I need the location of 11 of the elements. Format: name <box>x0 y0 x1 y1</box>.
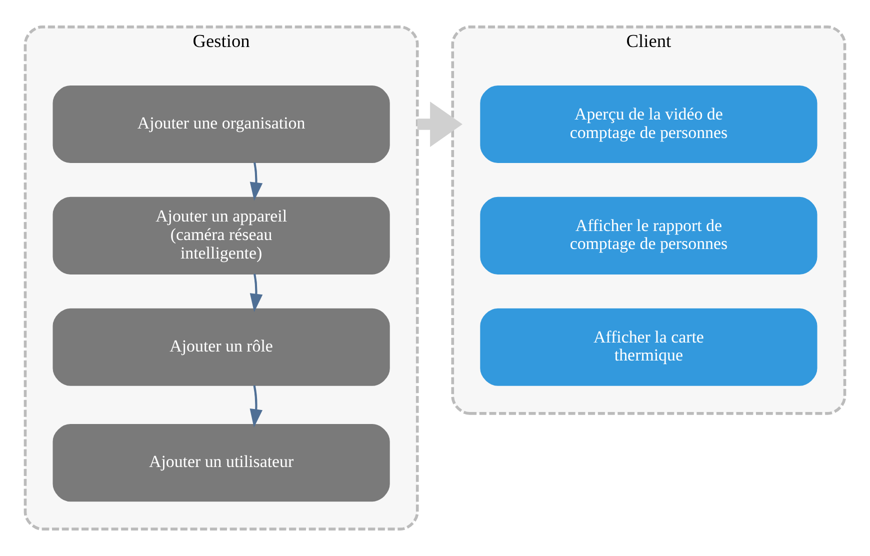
node-box: Ajouter un utilisateur <box>52 424 390 502</box>
arrow <box>417 102 462 147</box>
arrow <box>250 162 263 201</box>
node-box: Aperçu de la vidéo de comptage de personnes <box>480 85 818 164</box>
arrow <box>250 385 263 428</box>
node-box: Afficher la carte thermique <box>480 308 818 386</box>
node-box: Ajouter un rôle <box>52 308 390 386</box>
node-box: Ajouter un appareil (caméra réseau intelligente) <box>52 196 390 274</box>
node-box: Ajouter une organisation <box>52 85 390 164</box>
arrow <box>250 274 263 312</box>
node-box: Afficher le rapport de comptage de personnes <box>480 196 818 274</box>
